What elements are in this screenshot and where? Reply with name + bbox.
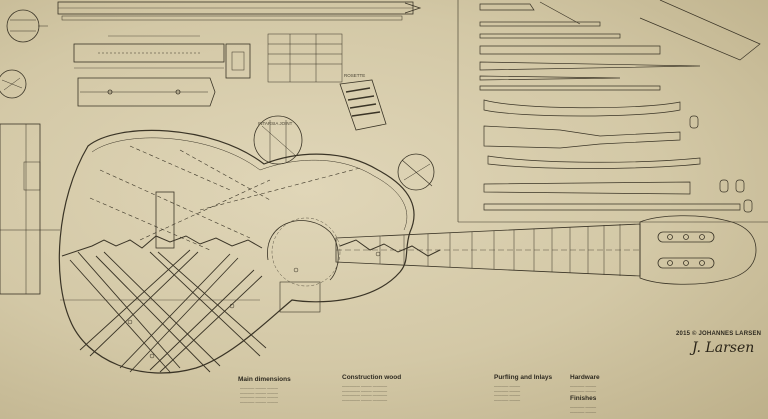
rosette-detail <box>339 79 387 131</box>
top-strip-drawing <box>57 1 422 21</box>
top-braces <box>89 145 361 251</box>
spec-lines: ———— ——————— ——— <box>570 384 597 393</box>
neck-block <box>155 191 321 313</box>
parts-sheet-frame <box>457 0 768 223</box>
section-title: Hardware <box>570 374 600 381</box>
detail-circle-top-left <box>6 9 48 43</box>
signature: J. Larsen <box>692 340 755 356</box>
section-title: Finishes <box>570 395 597 402</box>
back-braces <box>60 249 267 373</box>
spec-lines: ———— ——— ——————— ——— ——————— ——— ———————… <box>240 386 278 404</box>
intarsia-joint-label: INTARSIA JOINT <box>258 121 293 126</box>
side-view-body <box>0 123 60 295</box>
detail-circle-left <box>0 69 27 99</box>
spec-lines: ———— ——————— ——— <box>570 405 597 414</box>
parts-strips <box>479 0 761 213</box>
spec-lines: ————— ——— ————————— ——— ————————— ——— ——… <box>342 384 388 402</box>
neck-fretboard <box>335 223 641 277</box>
copyright-credit: 2015 © JOHANNES LARSEN <box>676 331 762 337</box>
cutaway-line <box>61 235 441 257</box>
spec-lines: ———— ——————— ——————— ——————— ——— <box>494 384 521 402</box>
rosette-label: ROSETTE <box>344 73 366 78</box>
bridge-side <box>77 77 216 107</box>
bridge-plan <box>73 35 225 69</box>
headstock <box>639 215 757 285</box>
bridge-detail-right <box>225 43 251 79</box>
pin-markers <box>127 251 381 359</box>
section-title: Main dimensions <box>238 376 291 383</box>
section-title: Purfling and Inlays <box>494 374 553 381</box>
fret-table <box>267 33 343 83</box>
detail-circle-right <box>397 153 435 191</box>
intarsia-detail <box>253 115 303 165</box>
guitar-body-outline <box>58 129 415 374</box>
section-title: Construction wood <box>342 374 402 381</box>
sound-hole <box>267 217 341 287</box>
